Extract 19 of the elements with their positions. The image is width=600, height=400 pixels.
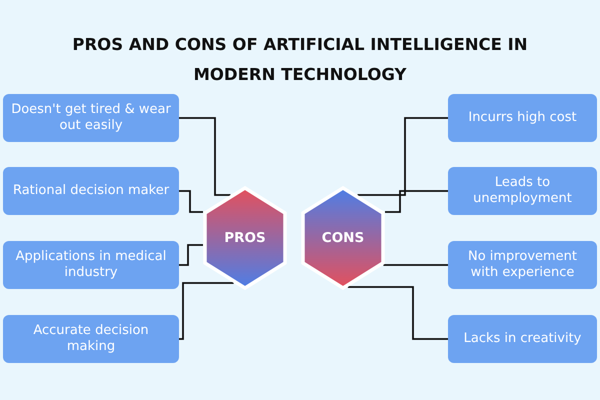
text-box: Lacks in creativity <box>448 315 597 363</box>
text-box: No improvement with experience <box>448 241 597 289</box>
text-box: Accurate decision making <box>3 315 179 363</box>
connector-line <box>179 244 203 266</box>
text-box: Doesn't get tired & wear out easily <box>3 94 179 142</box>
connector-line <box>358 117 448 196</box>
hexagon-node: CONS <box>301 186 385 290</box>
connector-line <box>348 286 448 340</box>
title: PROS AND CONS OF ARTIFICIAL INTELLIGENCE IN MODERN TECHNOLOGY <box>71 34 529 86</box>
connector-line <box>179 117 230 196</box>
connector-line <box>385 190 448 213</box>
hexagon-node: PROS <box>203 186 287 290</box>
connector-line <box>179 282 234 340</box>
text-box: Rational decision maker <box>3 167 179 215</box>
text-box: Leads to unemployment <box>448 167 597 215</box>
text-box: Incurrs high cost <box>448 94 597 142</box>
connector-line <box>179 190 203 213</box>
connector-line <box>383 264 448 266</box>
text-box: Applications in medical industry <box>3 241 179 289</box>
